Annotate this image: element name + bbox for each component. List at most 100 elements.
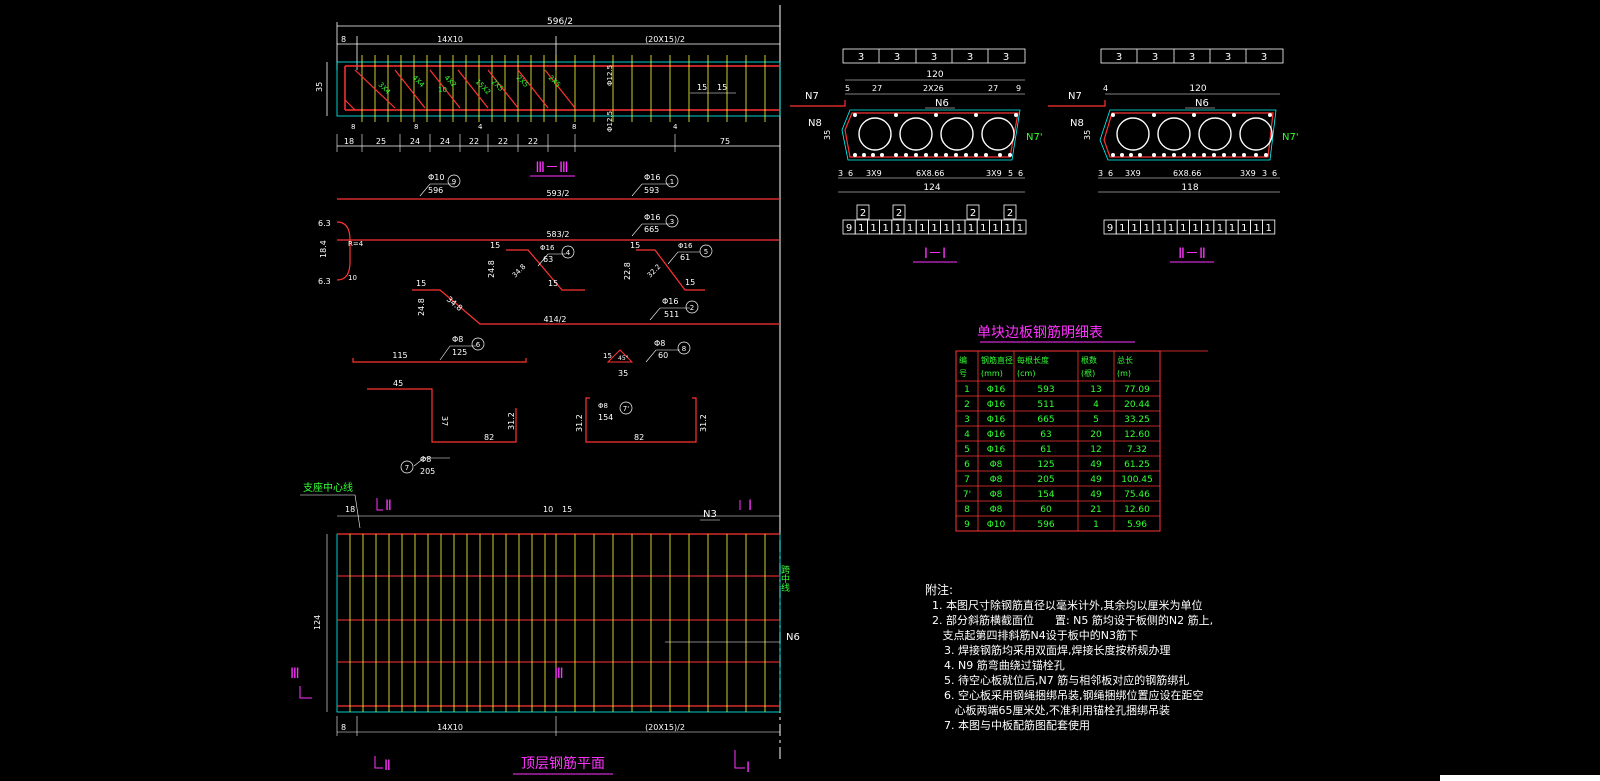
table-cell-r3-c2: Φ16: [987, 415, 1006, 425]
s2-bottom-box-label-2: 1: [1119, 223, 1125, 234]
right-dim-1: 15: [697, 83, 707, 92]
s1-topdim-2: 27: [872, 84, 882, 93]
s2-botdim-7: 6: [1272, 169, 1277, 178]
s2-botdim-2: 6: [1108, 169, 1113, 178]
s1-topbox-3: 3: [931, 52, 937, 63]
s1-n7p: N7': [1026, 132, 1043, 143]
dim-mid: 14X10: [437, 35, 463, 44]
table-header-2-a: 钢筋直径: [981, 355, 1013, 365]
n2-len: 511: [664, 310, 679, 319]
table-cell-r3-c1: 3: [964, 415, 970, 425]
s2-botdim-5: 3X9: [1240, 169, 1256, 178]
s1-bottom-box-label-9: 1: [944, 223, 950, 234]
bottom-dim-8: 75: [720, 137, 730, 146]
table-header-5-b: (m): [1117, 369, 1131, 378]
s2-bottom-box-label-13: 1: [1253, 223, 1259, 234]
table-cell-r9-c1: 8: [964, 505, 970, 515]
s1-bottom-box-label-7: 1: [919, 223, 925, 234]
s2-bottom-box-label-11: 1: [1229, 223, 1235, 234]
plan-bottom-8: 8: [341, 723, 346, 732]
n8-no: 8: [682, 345, 686, 353]
table-cell-r4-c3: 63: [1040, 430, 1051, 440]
s2-topbox-4: 3: [1225, 52, 1231, 63]
n4-c: 34.8: [511, 263, 528, 280]
table-cell-r5-c1: 5: [964, 445, 970, 455]
plan-view: 支座中心线 18 10 15 Ⅱ Ⅰ N3: [290, 481, 800, 776]
n2-span: 414/2: [543, 315, 566, 324]
n9-dia: Φ10: [428, 173, 444, 182]
bottom-dim-2: 25: [376, 137, 386, 146]
s1-topbox-2: 3: [894, 52, 900, 63]
table-cell-r6-c1: 6: [964, 460, 970, 470]
table-cell-r4-c2: Φ16: [987, 430, 1006, 440]
n5-len: 61: [680, 253, 690, 262]
s2-bottom-box-14: [1262, 219, 1276, 235]
plan-title: 顶层钢筋平面: [521, 755, 605, 772]
note-5: 5. 待空心板就位后,N7 筋与相邻板对应的钢筋绑扎: [944, 673, 1189, 687]
small-dim-1: 8: [351, 123, 355, 131]
n7-c: 82: [484, 433, 494, 442]
s1-bottom-box-label-6: 1: [907, 223, 913, 234]
note-2b: 支点起第四排斜筋N4设于板中的N3筋下: [932, 628, 1138, 642]
s1-bottom-box-label-3: 1: [870, 223, 876, 234]
n4-a: 15: [490, 241, 500, 250]
table-cell-r4-c4: 20: [1090, 430, 1102, 440]
n2-b: 24.8: [417, 298, 426, 316]
table-cell-r10-c3: 596: [1037, 520, 1054, 530]
table-cell-r6-c2: Φ8: [990, 460, 1003, 470]
table-header-3-b: (cm): [1017, 369, 1035, 378]
s1-height: 35: [823, 130, 832, 140]
s2-bottom-width: 118: [1181, 183, 1198, 193]
plan-width: 124: [313, 615, 322, 630]
corner-patch: [1440, 775, 1600, 781]
right-dim-2: 15: [717, 83, 727, 92]
table-cell-r4-c5: 12.60: [1124, 430, 1150, 440]
n7-no: 7: [405, 464, 409, 472]
n9-no: 9: [452, 178, 456, 186]
s1-bottom-box-label-10: 1: [956, 223, 962, 234]
n5-d: 15: [685, 278, 695, 287]
table-cell-r5-c2: Φ16: [987, 445, 1006, 455]
n4-d: 15: [548, 279, 558, 288]
s1-bottom-box-label-4: 1: [883, 223, 889, 234]
n7-a: 45: [393, 379, 403, 388]
s1-upbox-4: 2: [1007, 208, 1013, 219]
small-dim-5: 4: [673, 123, 678, 131]
s1-topbox-1: 3: [858, 52, 864, 63]
section-ii-drawing: 3 3 3 3 3 4 120 N7 N6 N8 N7' 35: [1048, 48, 1299, 263]
table-cell-r2-c3: 511: [1037, 400, 1054, 410]
center-label: 跨中线: [779, 565, 790, 592]
plan-i-top: Ⅰ: [748, 498, 752, 514]
plan-dim-18: 18: [345, 505, 355, 514]
n1-no: 1: [670, 178, 674, 186]
s1-topbox-4: 3: [967, 52, 973, 63]
n7-d: 31.2: [507, 412, 516, 430]
plan-ii-top: Ⅱ: [385, 498, 392, 514]
n2-no: 2: [690, 304, 694, 312]
table-cell-r7-c1: 7: [964, 475, 970, 485]
bottom-dim-1: 18: [344, 137, 354, 146]
s2-topdim-1: 4: [1103, 84, 1108, 93]
support-label: 支座中心线: [303, 481, 353, 494]
bar-label-1: 3X4: [377, 81, 393, 97]
table-cell-r9-c5: 12.60: [1124, 505, 1150, 515]
plan-n3: N3: [703, 509, 717, 520]
plan-n6: N6: [786, 632, 800, 643]
n2-dia: Φ16: [662, 297, 678, 306]
bar-label-4: 10: [438, 86, 447, 94]
s1-bottom-box-label-14: 1: [1005, 223, 1011, 234]
s2-bottom-box-label-12: 1: [1241, 223, 1247, 234]
n7p-c: 82: [634, 433, 644, 442]
notes-heading: 附注:: [925, 582, 953, 597]
s1-n7: N7: [805, 91, 819, 102]
n4-dia: Φ16: [540, 244, 555, 252]
note-6: 6. 空心板采用钢绳捆绑吊装,钢绳捆绑位置应设在距空: [944, 688, 1204, 702]
n5-dia: Φ16: [678, 242, 693, 250]
s1-n8: N8: [808, 118, 822, 129]
table-cell-r9-c2: Φ8: [990, 505, 1003, 515]
s2-n8: N8: [1070, 118, 1084, 129]
s2-height: 35: [1083, 130, 1092, 140]
s2-botdim-4: 6X8.66: [1173, 169, 1201, 178]
